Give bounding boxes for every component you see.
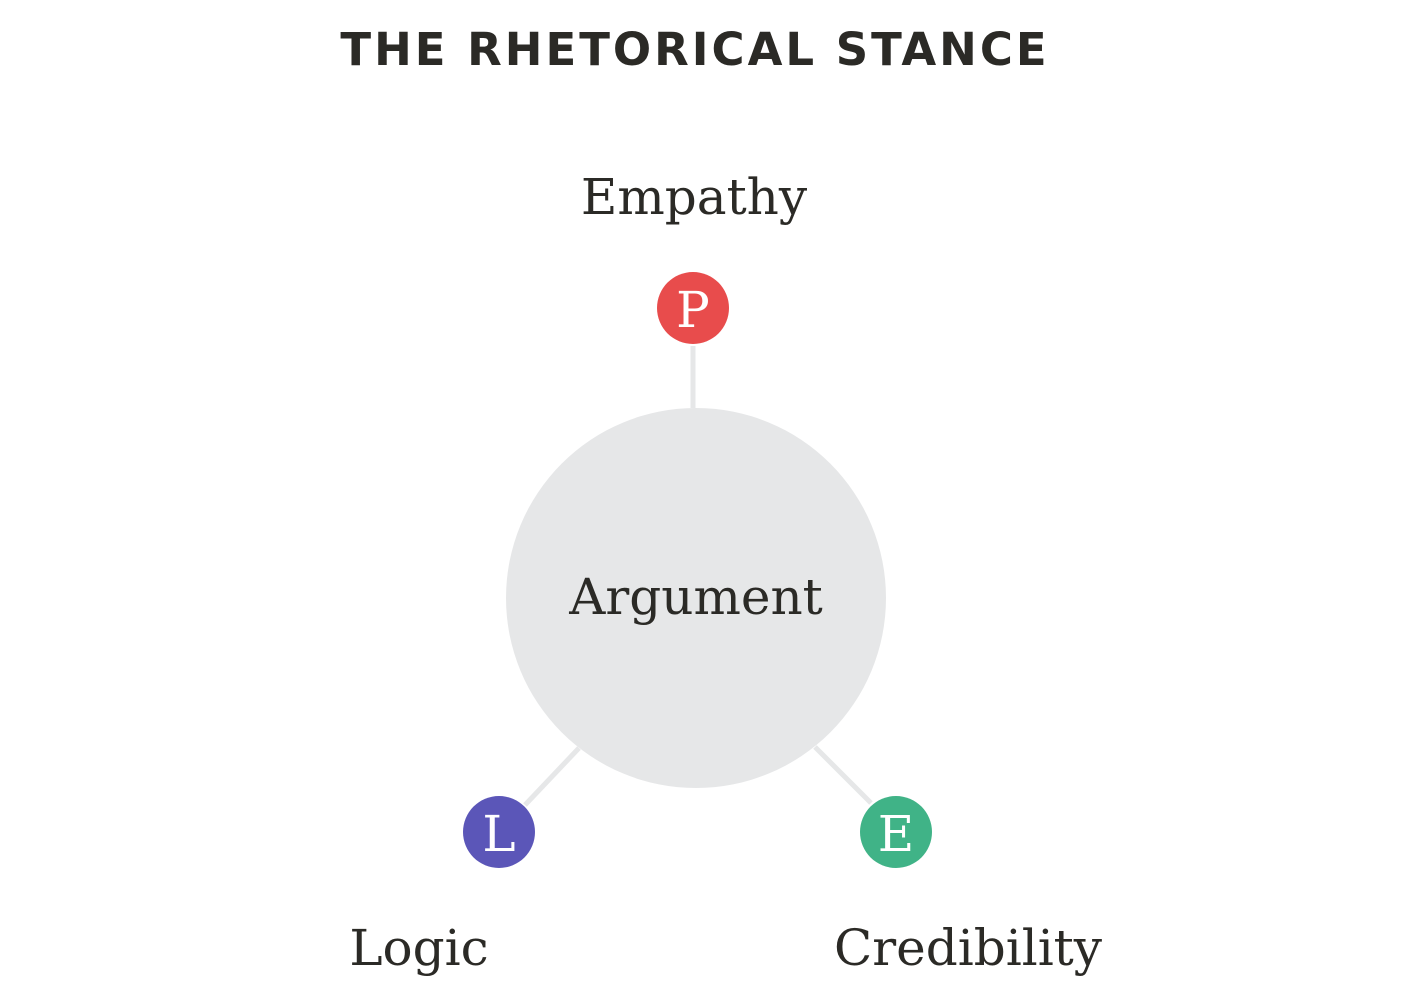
node-ethos-label: Credibility — [834, 919, 1103, 977]
connector-logos — [523, 746, 581, 807]
argument-circle — [506, 408, 886, 788]
argument-label: Argument — [568, 568, 823, 626]
node-ethos: E Credibility — [834, 796, 1103, 977]
node-logos-circle — [463, 796, 535, 868]
node-ethos-circle — [860, 796, 932, 868]
diagram-title: THE RHETORICAL STANCE — [340, 23, 1050, 76]
node-logos-letter: L — [482, 805, 515, 863]
node-ethos-letter: E — [878, 805, 915, 863]
node-pathos-circle — [657, 272, 729, 344]
connector-ethos — [813, 745, 873, 805]
node-logos-label: Logic — [349, 919, 488, 977]
node-pathos-letter: P — [676, 281, 710, 339]
node-pathos: P Empathy — [581, 168, 808, 344]
node-pathos-label: Empathy — [581, 168, 808, 226]
node-logos: L Logic — [349, 796, 535, 977]
